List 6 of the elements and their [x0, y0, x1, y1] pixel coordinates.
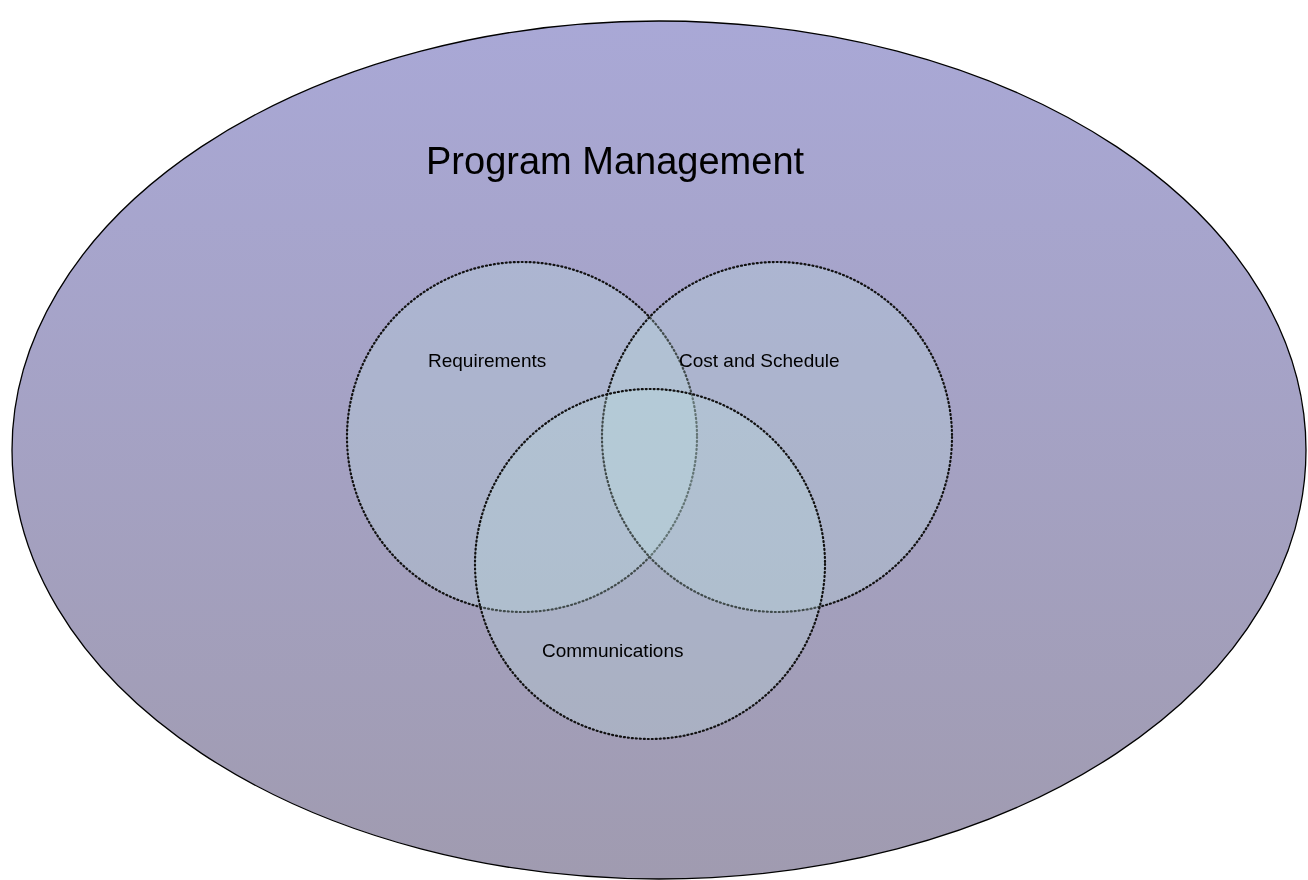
venn-circle: [474, 388, 826, 740]
title-text: Program Management: [426, 140, 805, 183]
circle-label: Requirements: [428, 350, 547, 372]
program-ellipse: [11, 20, 1307, 880]
circle-label: Communications: [542, 640, 684, 662]
circle-label: Cost and Schedule: [679, 350, 840, 372]
